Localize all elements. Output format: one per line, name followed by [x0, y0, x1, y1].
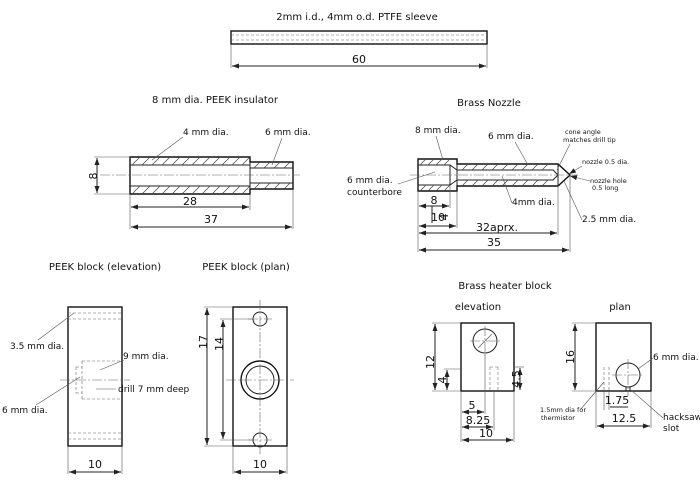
thermistor-label: 1.5mm dia for: [540, 406, 586, 414]
peek-plan-dim-10: 10: [253, 458, 267, 471]
heater-dim-12-5: 12.5: [612, 412, 637, 425]
nozzle-dim-10: 10: [431, 211, 445, 224]
peek-plan-dim-14: 14: [213, 337, 226, 351]
counterbore-label: 6 mm dia.: [347, 176, 393, 186]
peek-35mm-label: 3.5 mm dia.: [10, 342, 64, 352]
peek-9mm-label: 9 mm dia.: [123, 352, 169, 362]
brass-nozzle: Brass Nozzle 8 mm dia. 6 mm dia.: [347, 98, 636, 253]
nozzle-dim-8: 8: [431, 194, 438, 207]
heater-dim-8-25: 8.25: [466, 414, 491, 427]
heater-plan-title: plan: [609, 302, 631, 313]
counterbore-label-2: counterbore: [347, 188, 402, 198]
insulator-dim-37: 37: [204, 213, 218, 226]
peek-plan-dim-17: 17: [197, 335, 210, 349]
ptfe-length-dim: 60: [352, 53, 366, 66]
nozzle-dim-35: 35: [487, 236, 501, 249]
heater-dim-4: 4: [436, 377, 449, 384]
peek-elev-dim-10: 10: [88, 458, 102, 471]
slot-label: slot: [663, 424, 680, 434]
nozzle-hole-label: nozzle hole: [590, 177, 627, 185]
heater-elev-title: elevation: [455, 302, 501, 313]
heater-dim-16: 16: [564, 350, 577, 364]
heater-block: Brass heater block elevation plan 12 4 4…: [424, 281, 700, 443]
heater-dim-4-5: 4.5: [510, 370, 523, 388]
insulator-6mm-label: 6 mm dia.: [265, 128, 311, 138]
nozzle-title: Brass Nozzle: [457, 98, 521, 109]
peek-block-elevation: PEEK block (elevation) 3.5 mm dia. 9 mm …: [2, 262, 190, 475]
nozzle-dim-4: 4: [438, 214, 451, 221]
nozzle-4mm-label: 4mm dia.: [512, 198, 555, 208]
heater-title: Brass heater block: [458, 281, 551, 292]
heater-6mm-label: 6 mm dia.: [653, 353, 699, 363]
nozzle-dim-32: 32aprx.: [476, 221, 518, 234]
peek-insulator: 8 mm dia. PEEK insulator: [87, 95, 311, 230]
peek-block-plan: PEEK block (plan) 17 14 10: [197, 262, 294, 475]
peek-block-elev-title: PEEK block (elevation): [49, 262, 161, 273]
nozzle-dia-label: nozzle 0.5 dia.: [582, 158, 629, 166]
cone-angle-label-2: matches drill tip: [563, 136, 616, 144]
heater-dim-1-75: 1.75: [605, 394, 630, 407]
peek-drill-label: drill 7 mm deep: [118, 385, 190, 395]
insulator-title: 8 mm dia. PEEK insulator: [152, 95, 279, 106]
thermistor-label-2: thermistor: [541, 414, 575, 422]
nozzle-6mm-label: 6 mm dia.: [488, 132, 534, 142]
nozzle-25mm-label: 2.5 mm dia.: [582, 215, 636, 225]
heater-dim-10: 10: [479, 427, 493, 440]
peek-6mm-label: 6 mm dia.: [2, 406, 48, 416]
peek-block-plan-title: PEEK block (plan): [202, 262, 290, 273]
insulator-dim-8: 8: [87, 173, 100, 180]
ptfe-sleeve: 2mm i.d., 4mm o.d. PTFE sleeve 60: [230, 12, 488, 69]
hacksaw-label: hacksaw: [663, 413, 700, 423]
ptfe-title: 2mm i.d., 4mm o.d. PTFE sleeve: [276, 12, 437, 23]
nozzle-8mm-label: 8 mm dia.: [415, 126, 461, 136]
heater-dim-12: 12: [424, 355, 437, 369]
nozzle-hole-label-2: 0.5 long: [592, 184, 618, 192]
heater-dim-5: 5: [469, 399, 476, 412]
insulator-4mm-label: 4 mm dia.: [183, 128, 229, 138]
cone-angle-label: cone angle: [565, 128, 601, 136]
insulator-dim-28: 28: [183, 195, 197, 208]
